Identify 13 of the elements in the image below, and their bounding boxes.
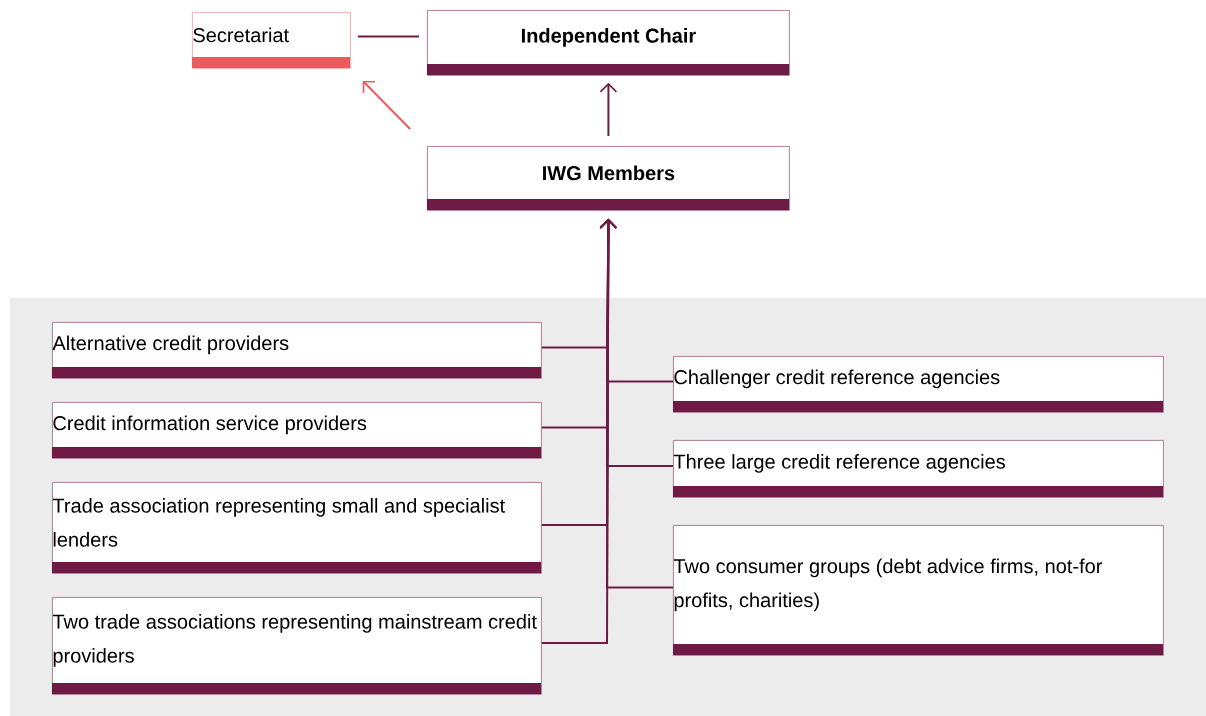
member-box: Three large credit reference agencies [673, 440, 1164, 498]
arrow [599, 218, 674, 589]
title-box: Independent Chair [427, 10, 790, 76]
secretariat-box: Secretariat [192, 12, 351, 69]
member-box: Trade association representing small and specialist lenders [52, 482, 542, 574]
arrow [362, 80, 412, 130]
member-box: Challenger credit reference agencies [673, 356, 1164, 413]
title-box: IWG Members [427, 146, 790, 211]
member-box: Credit information service providers [52, 402, 542, 459]
member-box: Alternative credit providers [52, 322, 542, 379]
arrow [599, 82, 618, 137]
member-box: Two consumer groups (debt advice firms, not-for profits, charities) [673, 525, 1164, 656]
member-box: Two trade associations representing mainstream credit providers [52, 597, 542, 695]
